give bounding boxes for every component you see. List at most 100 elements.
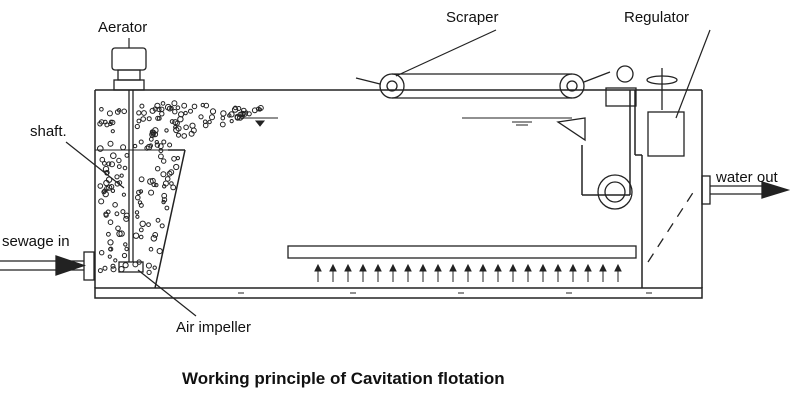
bubble [171, 156, 177, 162]
bubble [105, 209, 111, 215]
bubble [121, 108, 127, 115]
inlet-assembly [0, 251, 95, 281]
bubble [183, 124, 189, 131]
label-sewage-in: sewage in [2, 233, 70, 250]
bubble [164, 176, 171, 182]
bubble [148, 143, 154, 148]
bubble [190, 127, 197, 134]
bubble [98, 198, 105, 205]
bubble [154, 142, 161, 148]
bubble [164, 128, 169, 133]
rising-arrow-head [344, 263, 352, 272]
aeration-zone-wall [154, 149, 186, 289]
bubble [157, 143, 164, 150]
bubble [257, 105, 264, 111]
inlet-flange [83, 251, 95, 281]
bubble [149, 177, 156, 184]
bubble [152, 265, 157, 270]
rising-arrow-head [314, 263, 322, 272]
bubble [107, 239, 114, 246]
bubble [107, 140, 114, 147]
bubble [170, 184, 177, 191]
rising-arrow-head [389, 263, 397, 272]
rising-arrow-head [584, 263, 592, 272]
bubble [106, 184, 113, 191]
bubble [161, 199, 166, 205]
scraper-sprocket-right [559, 73, 585, 99]
bubble [138, 176, 145, 183]
bubble [176, 132, 181, 138]
rising-arrow-head [509, 263, 517, 272]
bubble [161, 197, 168, 203]
bubble [106, 110, 113, 117]
bubble [189, 122, 196, 129]
water-out-arrow [761, 181, 791, 199]
bubble [141, 110, 147, 116]
bubble [181, 133, 187, 139]
bubble [148, 246, 154, 252]
outlet-assembly [597, 174, 791, 263]
rising-arrow-head [614, 263, 622, 272]
bubble [121, 192, 127, 197]
bubble [132, 261, 139, 268]
bubble [159, 106, 165, 113]
air-impeller-body [118, 261, 144, 273]
bubble [172, 109, 178, 115]
bubble [166, 105, 173, 112]
bubble [161, 139, 167, 145]
bubble [120, 209, 126, 215]
bubble [138, 227, 144, 233]
bubble [155, 115, 161, 121]
bubble [200, 102, 206, 108]
bubble [120, 144, 127, 151]
bubble [108, 246, 114, 252]
bubble [161, 192, 168, 199]
bubble [123, 242, 128, 247]
bubble [148, 136, 154, 142]
bubble [110, 152, 117, 159]
bubble [116, 230, 123, 238]
bubble [175, 105, 181, 110]
bubble [159, 223, 165, 229]
label-regulator: Regulator [624, 9, 689, 26]
tank-base [94, 287, 703, 299]
bubble [154, 140, 160, 145]
bubble [237, 111, 244, 118]
bubble [171, 100, 178, 107]
rising-arrow-head [404, 263, 412, 272]
bubble [107, 254, 112, 259]
bubble [161, 158, 167, 164]
bubble [154, 182, 159, 188]
bubble [156, 116, 162, 121]
air-impeller-leader [137, 269, 197, 317]
bubble [158, 148, 164, 154]
bubble [160, 101, 166, 106]
bubble [110, 266, 117, 273]
bubble [149, 131, 156, 138]
bubble [183, 110, 188, 116]
bubble [198, 114, 204, 120]
bubble [124, 153, 130, 158]
bubble [114, 181, 121, 187]
bubble [172, 119, 179, 126]
bubble [110, 263, 116, 269]
bubble [106, 161, 112, 167]
bubble [175, 125, 182, 132]
scraper-leader [395, 29, 497, 77]
bubble [177, 116, 184, 123]
drive-motor [605, 87, 637, 107]
bubble [145, 262, 152, 269]
bubble [135, 214, 140, 219]
bubble [106, 231, 111, 237]
bubble [168, 169, 175, 176]
bubble [220, 110, 227, 117]
bubble [139, 103, 145, 109]
bubbles [97, 100, 264, 275]
bubble [156, 248, 163, 255]
bubble [132, 143, 138, 149]
bubble [209, 114, 215, 121]
bubble [155, 217, 161, 223]
bubble [202, 119, 208, 125]
bubble [114, 174, 120, 180]
